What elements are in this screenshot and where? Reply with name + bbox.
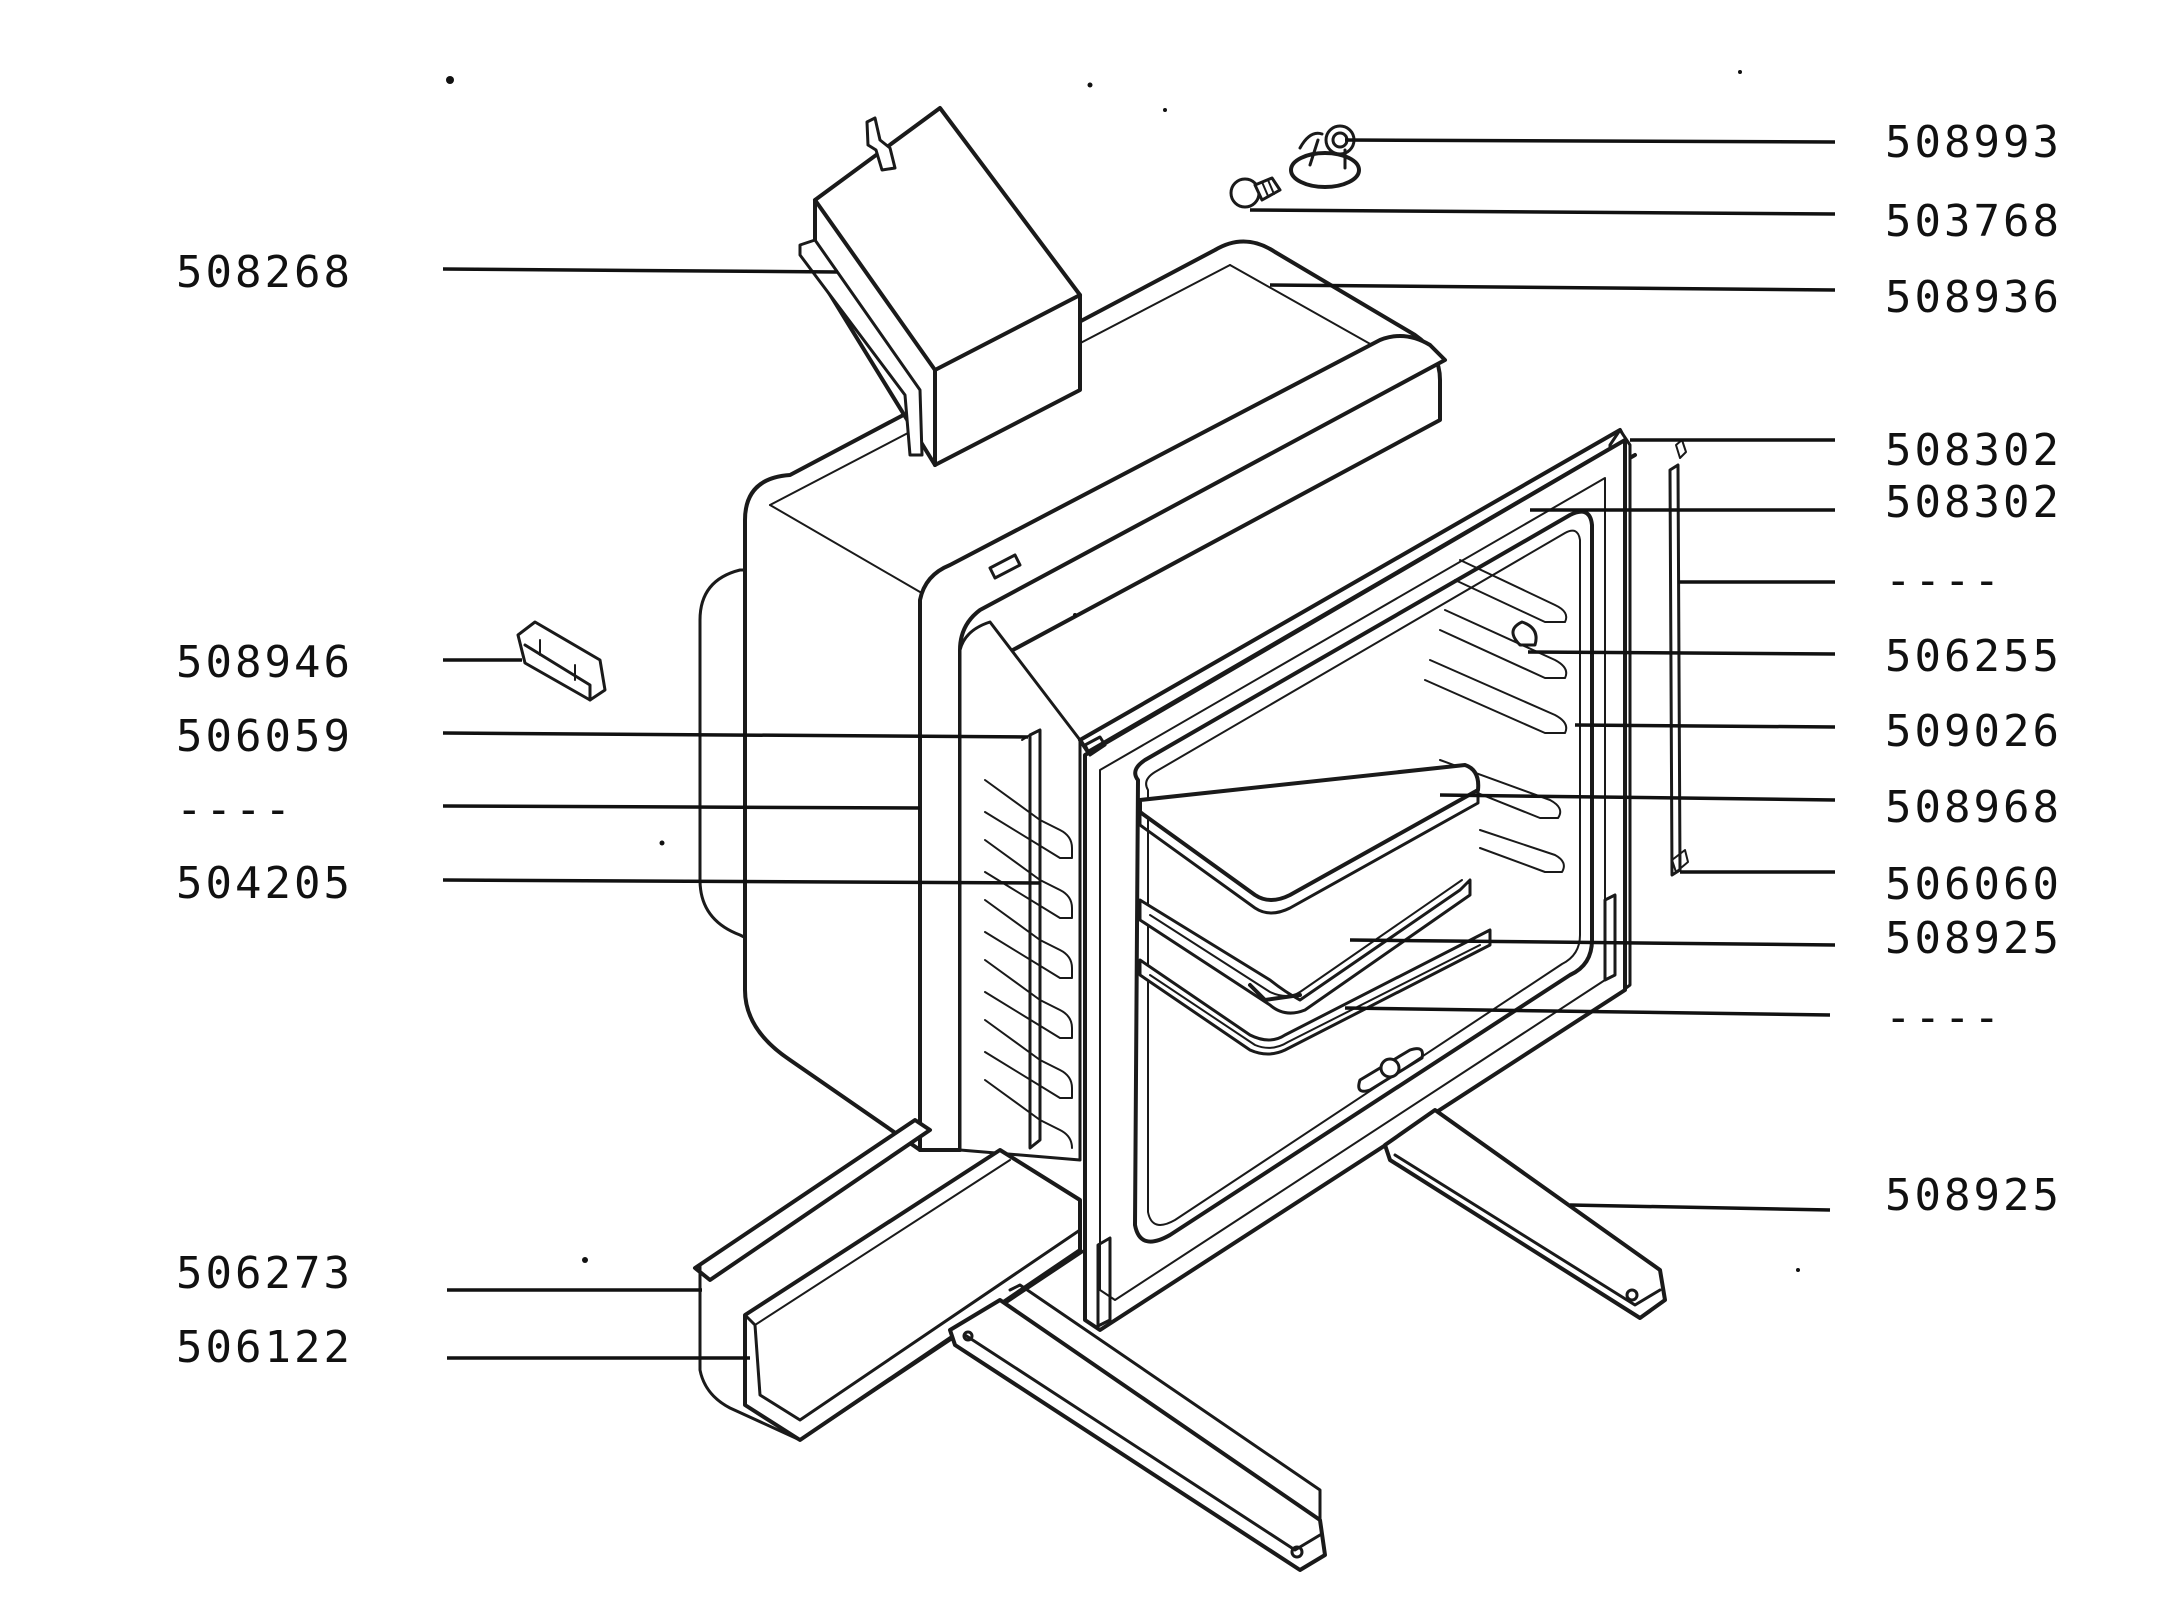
part-number-label: 508936 bbox=[1885, 272, 2062, 323]
part-number-label: 503768 bbox=[1885, 196, 2062, 247]
bracket-clip-part bbox=[516, 620, 607, 702]
part-number-label: 508968 bbox=[1885, 782, 2062, 833]
part-number-label: 504205 bbox=[176, 858, 353, 909]
part-number-label: 506122 bbox=[176, 1322, 353, 1373]
part-number-label: 506059 bbox=[176, 711, 353, 762]
oven-stand bbox=[693, 1108, 1667, 1572]
left-shelf-runners bbox=[984, 728, 1073, 1150]
part-number-label: ---- bbox=[176, 784, 294, 835]
lamp-bulb-part bbox=[1229, 176, 1282, 209]
part-number-label: 506273 bbox=[176, 1248, 353, 1299]
part-number-label: 508946 bbox=[176, 637, 353, 688]
part-number-label: 508993 bbox=[1885, 117, 2062, 168]
lamp-holder-part bbox=[1289, 124, 1361, 189]
part-number-label: 508925 bbox=[1885, 1170, 2062, 1221]
scan-specks bbox=[446, 70, 1800, 1272]
part-labels-left: 508268 508946 506059 ---- 504205 506273 … bbox=[176, 247, 353, 1373]
control-box-part bbox=[798, 106, 1082, 467]
part-number-label: 508302 bbox=[1885, 425, 2062, 476]
part-labels-right: 508993 503768 508936 508302 508302 ---- … bbox=[1885, 117, 2062, 1221]
part-number-label: 508268 bbox=[176, 247, 353, 298]
part-number-label: ---- bbox=[1885, 992, 2003, 1043]
part-number-label: 509026 bbox=[1885, 706, 2062, 757]
oven-illustration bbox=[698, 239, 1637, 1332]
leader-lines bbox=[442, 138, 1836, 1360]
part-number-label: 506255 bbox=[1885, 631, 2062, 682]
side-rail-part bbox=[1668, 439, 1689, 877]
part-number-label: 506060 bbox=[1885, 859, 2062, 910]
part-number-label: ---- bbox=[1885, 555, 2003, 606]
part-number-label: 508302 bbox=[1885, 477, 2062, 528]
part-number-label: 508925 bbox=[1885, 913, 2062, 964]
right-shelf-runners bbox=[1424, 559, 1568, 873]
